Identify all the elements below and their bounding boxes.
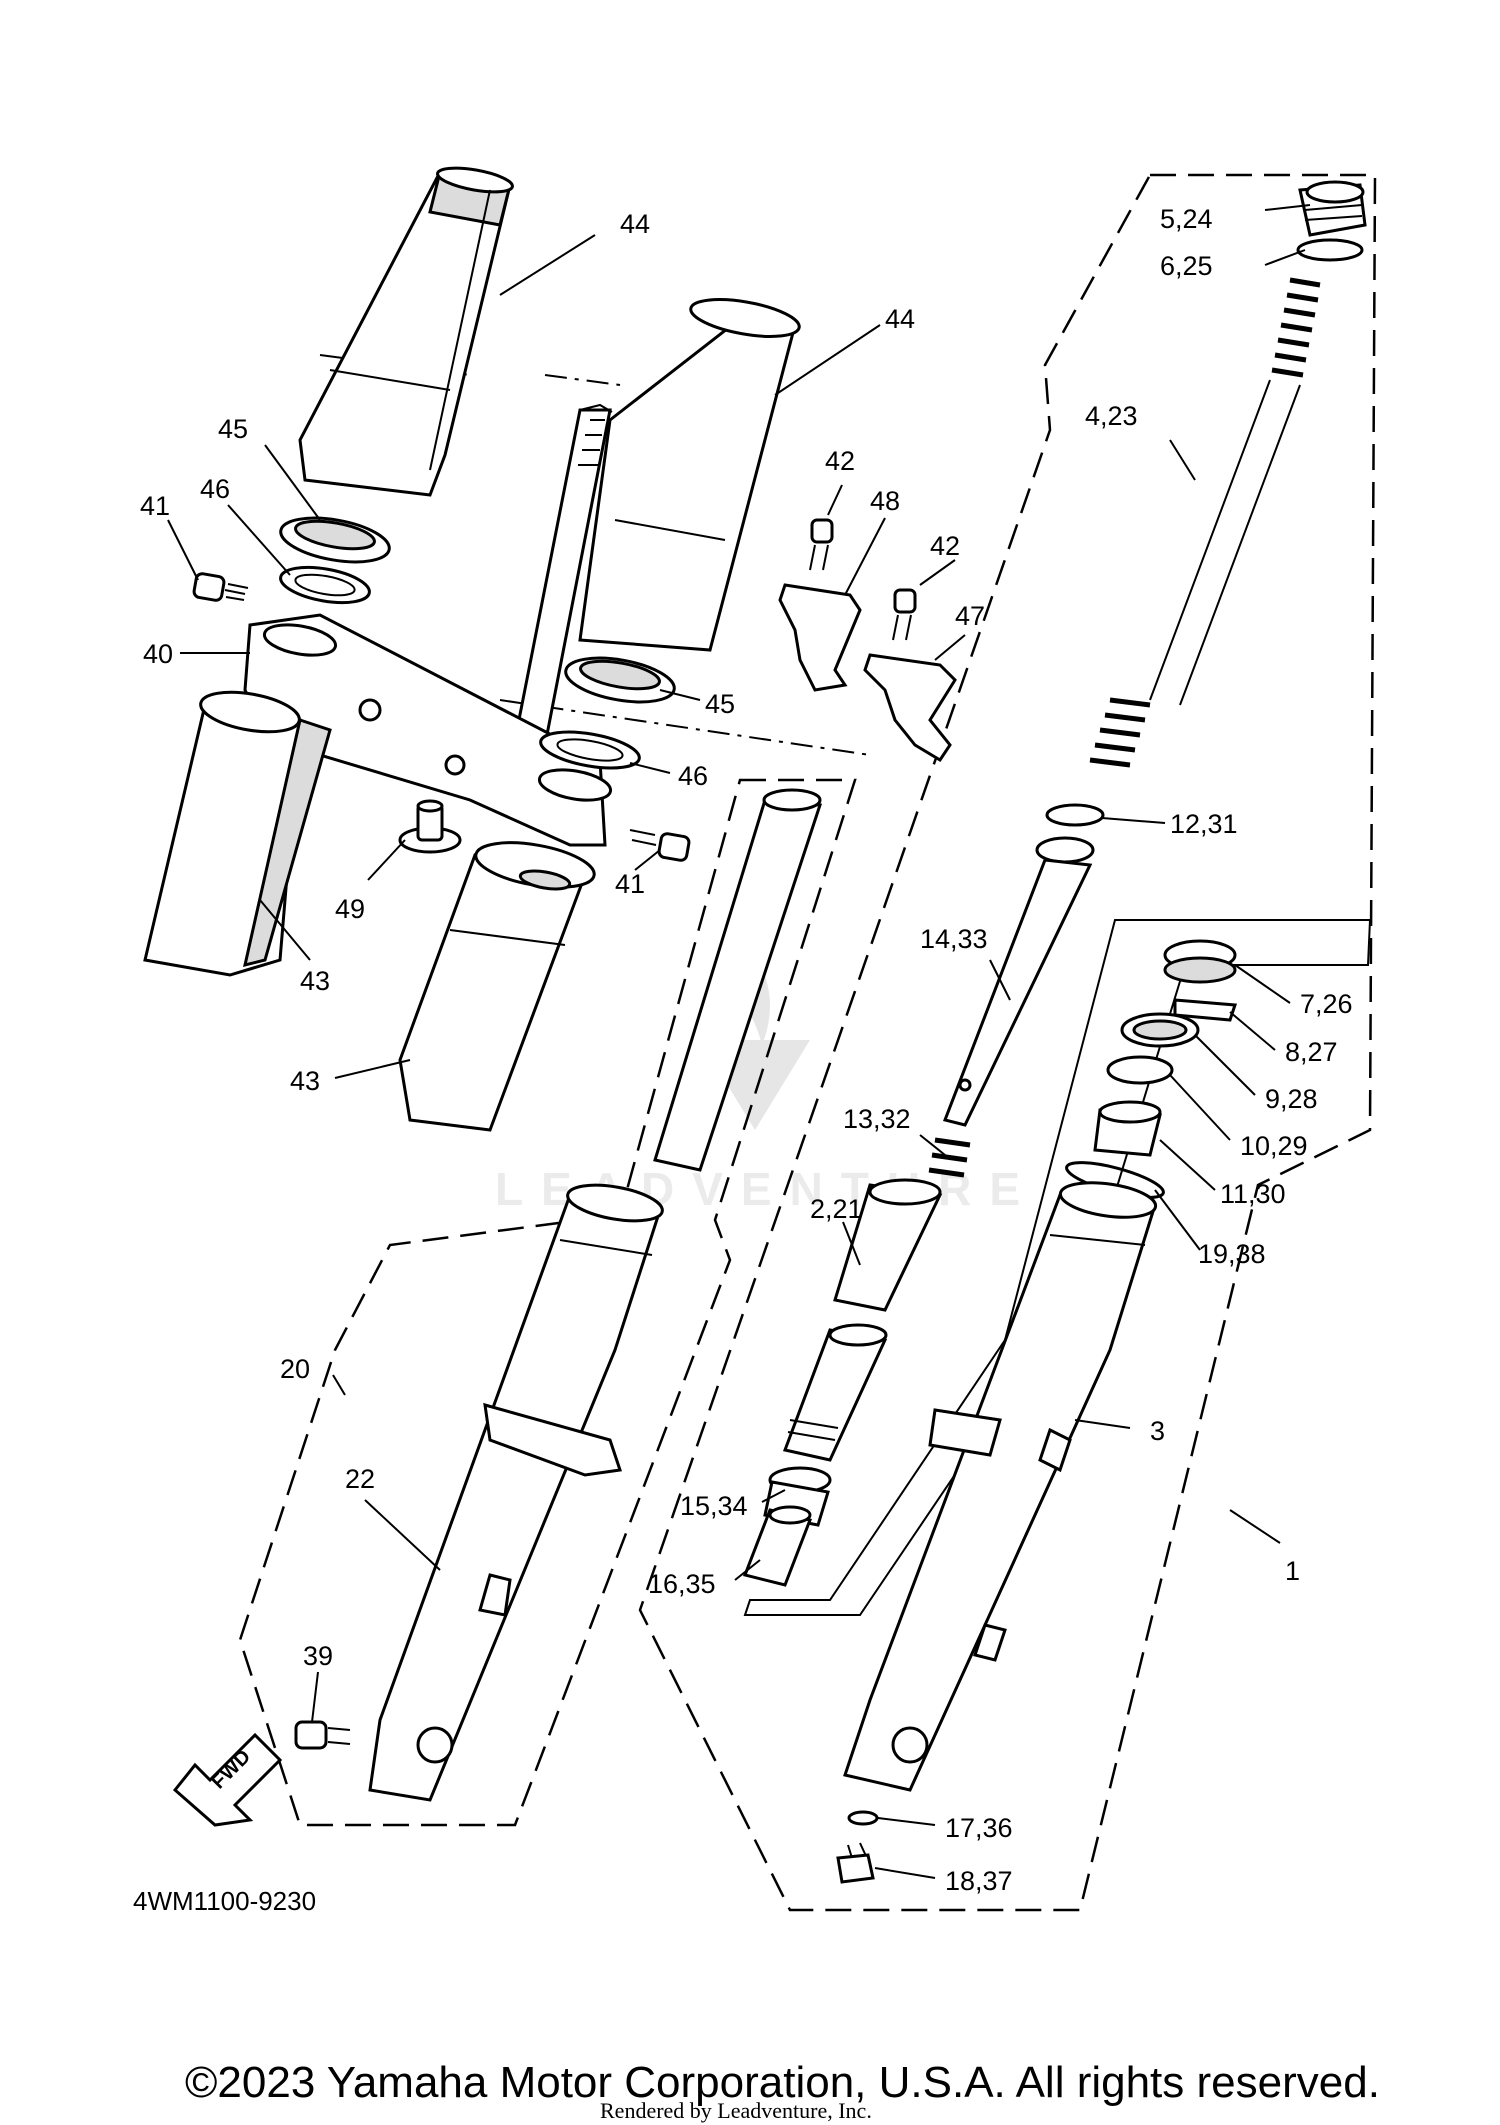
label-11-30: 11,30 xyxy=(1220,1179,1286,1209)
label-17-36: 17,36 xyxy=(945,1813,1013,1843)
label-13-32: 13,32 xyxy=(843,1104,911,1134)
label-42: 42 xyxy=(825,446,855,476)
label-12-31: 12,31 xyxy=(1170,809,1238,839)
label-42: 42 xyxy=(930,531,960,561)
bolt-42-b xyxy=(892,588,917,641)
label-39: 39 xyxy=(303,1641,333,1671)
label-15-34: 15,34 xyxy=(680,1491,748,1521)
fork-cover-upper-left xyxy=(298,166,514,497)
under-bracket xyxy=(243,613,613,847)
fork-spring-4-23-upper xyxy=(1271,277,1321,378)
label-20: 20 xyxy=(280,1354,310,1384)
cable-guide-47 xyxy=(863,653,957,763)
bolt-18-37 xyxy=(836,1842,875,1884)
label-40: 40 xyxy=(143,639,173,669)
washer-46-left xyxy=(279,565,371,605)
label-5-24: 5,24 xyxy=(1160,204,1213,234)
label-16-35: 16,35 xyxy=(648,1569,716,1599)
label-41: 41 xyxy=(615,869,645,899)
label-3: 3 xyxy=(1150,1416,1165,1446)
fork-cover-upper-right xyxy=(578,298,801,652)
oil-seal-9-28 xyxy=(1120,1012,1200,1048)
label-43: 43 xyxy=(300,966,330,996)
label-49: 49 xyxy=(335,894,365,924)
label-44: 44 xyxy=(620,209,650,239)
group-20-outline xyxy=(238,778,857,1827)
cable-guide-48 xyxy=(778,583,862,692)
collar-49 xyxy=(398,799,462,854)
label-43: 43 xyxy=(290,1066,320,1096)
washer-17-36 xyxy=(847,1810,879,1826)
label-10-29: 10,29 xyxy=(1240,1131,1308,1161)
washer-10-29 xyxy=(1106,1055,1174,1085)
label-4-23: 4,23 xyxy=(1085,401,1138,431)
fork-spring-4-23-lower xyxy=(1089,697,1151,768)
label-41: 41 xyxy=(140,491,170,521)
o-ring-6-25 xyxy=(1296,238,1364,262)
group-2-outline xyxy=(743,919,1372,1616)
outer-tube-22 xyxy=(368,1183,664,1802)
bolt-42-a xyxy=(809,518,834,571)
damper-rod-4-23 xyxy=(1149,379,1301,706)
bolt-41-right xyxy=(629,829,691,862)
center-line-2 xyxy=(544,374,621,386)
piston-rod-14-33 xyxy=(942,836,1095,1127)
center-line-3 xyxy=(499,699,871,756)
fwd-arrow-icon: FWD xyxy=(172,1732,283,1827)
callout-labels: 44 44 45 46 41 40 42 48 42 47 45 46 41 4… xyxy=(140,204,1353,1896)
label-45: 45 xyxy=(705,689,735,719)
fork-cover-lower-left xyxy=(143,690,332,977)
label-6-25: 6,25 xyxy=(1160,251,1213,281)
label-44: 44 xyxy=(885,304,915,334)
label-18-37: 18,37 xyxy=(945,1866,1013,1896)
metal-11-30 xyxy=(1093,1100,1162,1157)
label-46: 46 xyxy=(678,761,708,791)
label-14-33: 14,33 xyxy=(920,924,988,954)
label-48: 48 xyxy=(870,486,900,516)
clip-8-27 xyxy=(1173,998,1238,1022)
label-9-28: 9,28 xyxy=(1265,1084,1318,1114)
outer-tube-3 xyxy=(843,1181,1158,1792)
label-22: 22 xyxy=(345,1464,375,1494)
fork-cover-lower-right xyxy=(398,841,596,1132)
cap-bolt-5-24 xyxy=(1298,180,1367,237)
label-2-21: 2,21 xyxy=(810,1194,863,1224)
bolt-39 xyxy=(294,1720,351,1750)
rendered-by-notice: Rendered by Leadventure, Inc. xyxy=(600,2098,872,2123)
seal-45-left xyxy=(279,516,391,564)
label-7-26: 7,26 xyxy=(1300,989,1353,1019)
washer-46-right xyxy=(539,730,641,770)
inner-fork-tube xyxy=(653,788,823,1172)
label-45: 45 xyxy=(218,414,248,444)
diagram-code: 4WM1100-9230 xyxy=(133,1886,316,1916)
copyright-notice: ©2023 Yamaha Motor Corporation, U.S.A. A… xyxy=(185,2058,1380,2107)
rebound-spring-13-32 xyxy=(928,1137,971,1178)
spacer-16-35 xyxy=(742,1505,813,1587)
label-47: 47 xyxy=(955,601,985,631)
seal-45-right xyxy=(564,656,676,704)
bolt-41-left xyxy=(192,572,249,602)
cylinder-2-21 xyxy=(782,1178,943,1462)
group-1-outline xyxy=(638,173,1377,1912)
seat-12-31 xyxy=(1045,803,1105,827)
label-1: 1 xyxy=(1285,1556,1300,1586)
label-19-38: 19,38 xyxy=(1198,1239,1266,1269)
leader-lines xyxy=(167,204,1311,1879)
label-8-27: 8,27 xyxy=(1285,1037,1338,1067)
label-46: 46 xyxy=(200,474,230,504)
dust-seal-7-26 xyxy=(1163,939,1237,984)
